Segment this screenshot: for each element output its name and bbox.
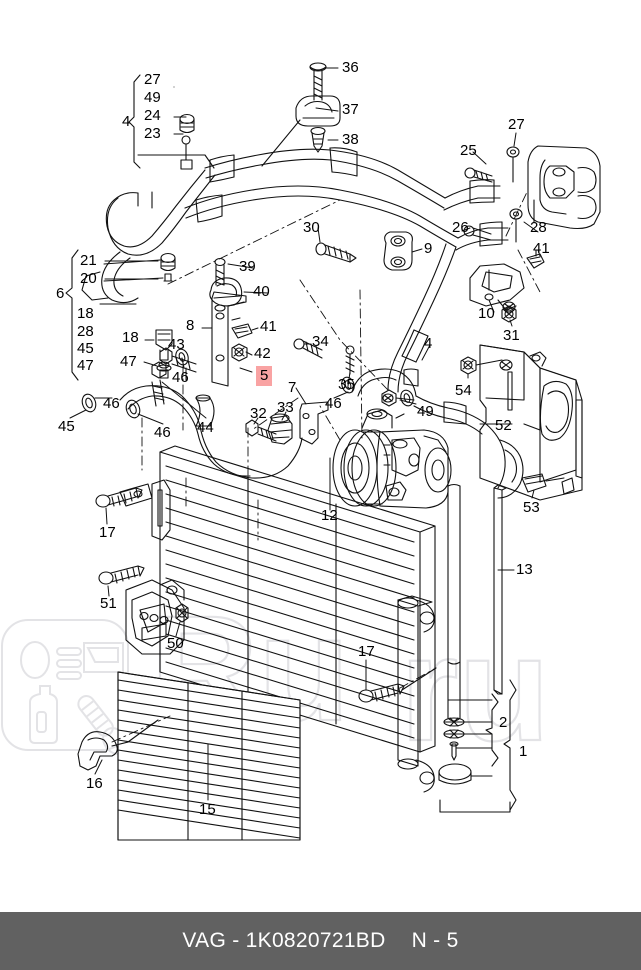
nut-31 [501,305,517,323]
technical-line-drawing [65,62,601,841]
refrigerant-hose-5 [119,385,303,479]
bolt-34 [293,338,323,359]
screw-17-upper [95,487,143,508]
lower-mount-bracket [98,565,189,655]
page-number: N - 5 [411,929,459,952]
nut-42 [231,343,248,362]
valve-cap-upper [179,113,195,170]
nut-54 [460,356,503,375]
condenser-15 [117,445,436,841]
bracket-7 [299,401,329,445]
watermark-layer: Ru ru [1,583,551,773]
ac-compressor-12 [332,368,452,509]
receiver-drier-13 [447,483,507,722]
construction-lines [111,189,541,743]
o-rings [81,348,414,419]
hose-loop-left [81,169,216,304]
group-bracket-4 [128,74,215,169]
hose-right-lower [413,395,524,499]
watermark-text-right: ru [400,604,550,772]
mounting-bracket-10 [469,263,525,313]
callout-leader-lines [69,67,541,801]
hose-ends-right [443,146,523,251]
refrigerant-hose-4-right [387,243,457,393]
bolt-35 [345,345,355,375]
service-valve-parts [160,252,176,282]
fitting-block-33 [267,413,293,445]
condenser-mount-upper [119,479,171,541]
refrigerant-lines-upper [184,147,459,248]
clip-53 [521,473,565,493]
group-bracket-6 [65,249,159,381]
nut-49 [381,389,415,407]
footer-bar: VAG - 1K0820721BD N - 5 [0,912,641,970]
air-guide-52 [479,344,583,501]
bolt-32 [245,419,277,442]
diagram-canvas: Ru ru [1,60,601,841]
line-clamp-assembly [261,62,341,167]
bracket-8 [211,291,247,387]
screw-39-clamp-40 [209,257,243,312]
drier-small-parts [438,679,517,813]
connector-block-9 [383,231,413,271]
retaining-clip-41-right [526,249,545,269]
catalog-number: VAG - 1K0820721BD [182,929,386,952]
bulkhead-plate [527,145,601,230]
retaining-clip-41-center [231,323,253,339]
washer-47 [156,364,172,372]
screw-30 [315,242,357,263]
